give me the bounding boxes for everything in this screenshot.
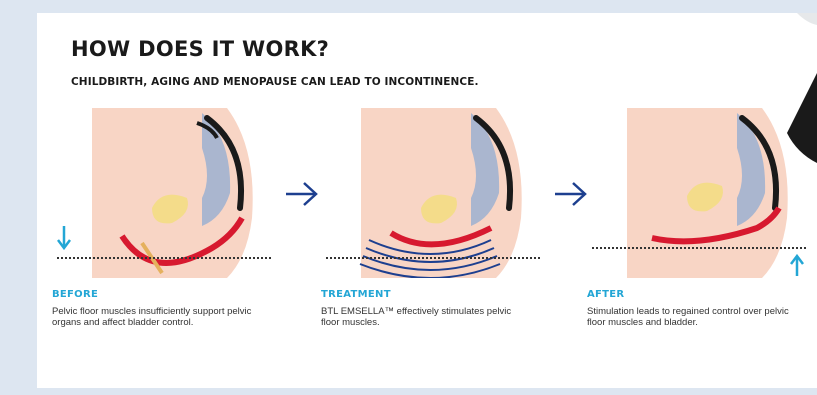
after-description: Stimulation leads to regained control ov… bbox=[587, 306, 797, 328]
down-arrow-icon bbox=[58, 226, 70, 248]
treatment-illustration bbox=[321, 108, 546, 278]
before-title: BEFORE bbox=[52, 289, 262, 300]
arrow-right-icon bbox=[553, 179, 587, 209]
treatment-caption: TREATMENT BTL EMSELLA™ effectively stimu… bbox=[321, 289, 531, 328]
before-illustration bbox=[52, 108, 277, 278]
after-caption: AFTER Stimulation leads to regained cont… bbox=[587, 289, 797, 328]
before-caption: BEFORE Pelvic floor muscles insufficient… bbox=[52, 289, 262, 328]
page-title: HOW DOES IT WORK? bbox=[71, 37, 329, 61]
treatment-description: BTL EMSELLA™ effectively stimulates pelv… bbox=[321, 306, 531, 328]
after-title: AFTER bbox=[587, 289, 797, 300]
before-description: Pelvic floor muscles insufficiently supp… bbox=[52, 306, 262, 328]
info-card: HOW DOES IT WORK? CHILDBIRTH, AGING AND … bbox=[37, 13, 817, 388]
after-illustration bbox=[587, 108, 812, 278]
arrow-right-icon bbox=[284, 179, 318, 209]
treatment-title: TREATMENT bbox=[321, 289, 531, 300]
page-subtitle: CHILDBIRTH, AGING AND MENOPAUSE CAN LEAD… bbox=[71, 76, 479, 88]
up-arrow-icon bbox=[791, 256, 803, 276]
